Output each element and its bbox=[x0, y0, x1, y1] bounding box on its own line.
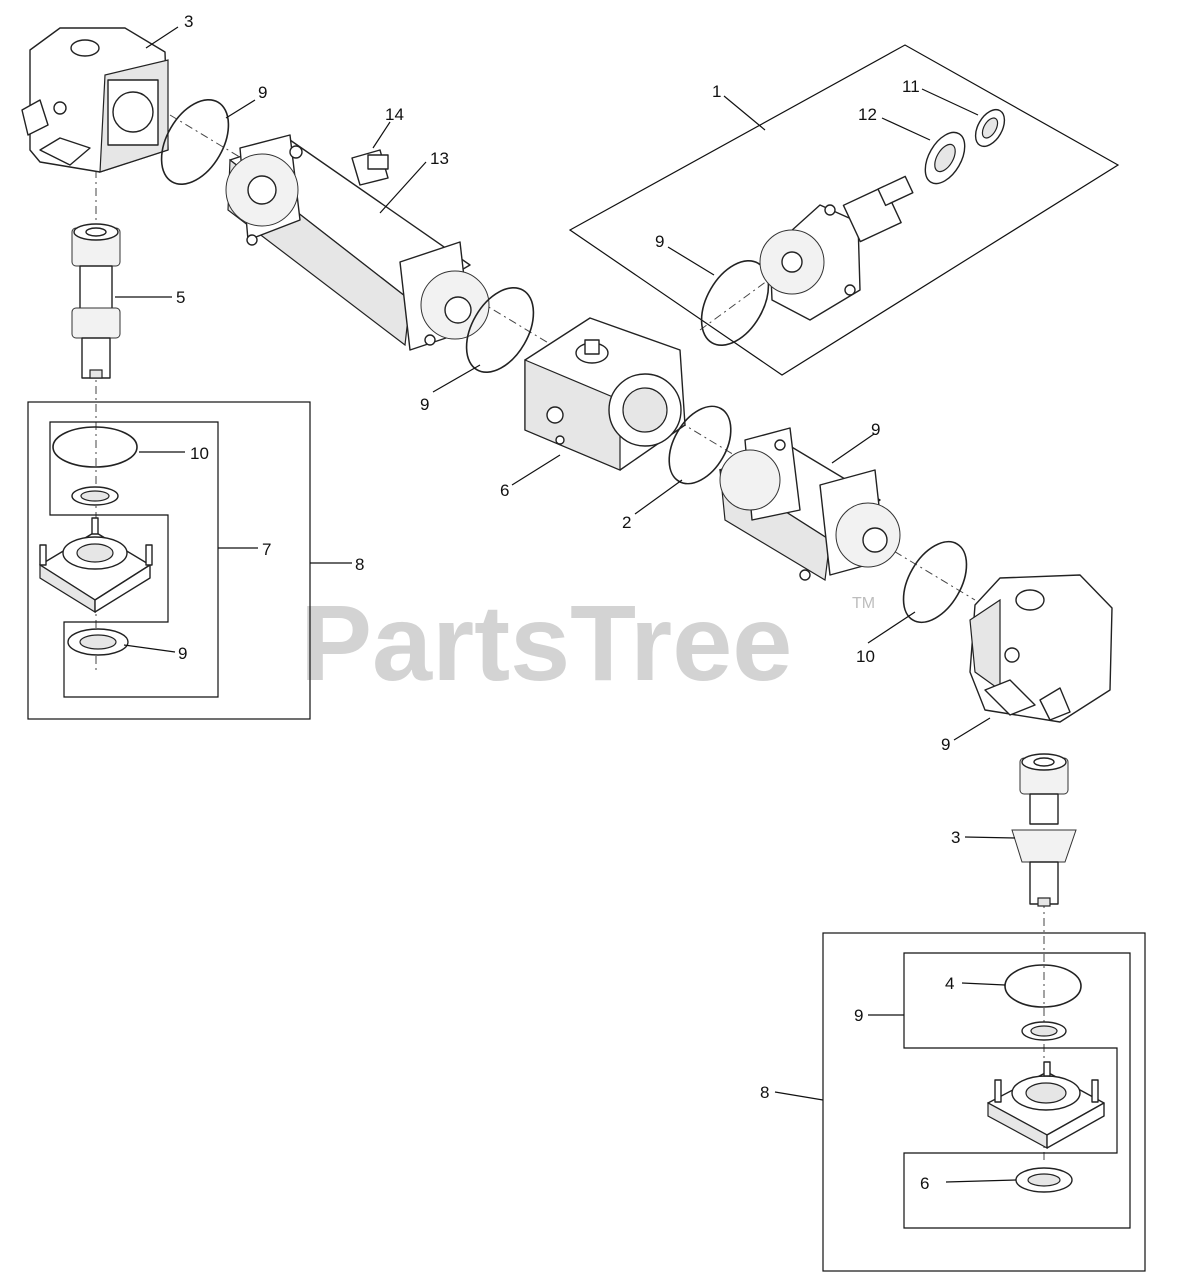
assembly-1-box bbox=[568, 44, 1120, 376]
callout-6: 8 bbox=[760, 1083, 769, 1102]
bearing-cup-right bbox=[1021, 1021, 1067, 1041]
callout-4: 3 bbox=[951, 828, 960, 847]
callout-9: 10 bbox=[856, 647, 875, 666]
o-ring-9-mid-right bbox=[668, 405, 732, 485]
o-ring-9-mid-left bbox=[465, 286, 535, 374]
callout-9: 9 bbox=[655, 232, 664, 251]
o-ring-9-top bbox=[160, 98, 230, 186]
assembly-6-left-box bbox=[27, 401, 311, 720]
watermark: PartsTree TM bbox=[300, 582, 875, 703]
gearbox-2-center bbox=[524, 317, 686, 471]
callout-9: 2 bbox=[622, 513, 631, 532]
callout-8: 7 bbox=[262, 540, 271, 559]
callout-2: 6 bbox=[500, 481, 509, 500]
bearing-housing-right bbox=[987, 1061, 1105, 1150]
callout-9: 10 bbox=[190, 444, 209, 463]
callout-6: 8 bbox=[355, 555, 364, 574]
bolt-14 bbox=[351, 149, 389, 186]
callout-labels: 3 9 14 13 1 11 12 9 5 9 9 7 8 6 2 9 10 9… bbox=[176, 12, 960, 1193]
assembly-6-right-box bbox=[822, 932, 1146, 1272]
callout-7: 9 bbox=[871, 420, 880, 439]
callout-9: 9 bbox=[258, 83, 267, 102]
seal-10-right bbox=[1015, 1167, 1073, 1193]
callout-10: 6 bbox=[920, 1174, 929, 1193]
o-ring-9-right-box bbox=[1004, 964, 1082, 1008]
shaft-5 bbox=[71, 223, 121, 379]
watermark-trademark: TM bbox=[852, 595, 875, 612]
callout-3: 9 bbox=[941, 735, 950, 754]
short-housing-7 bbox=[719, 427, 901, 581]
watermark-text: PartsTree bbox=[300, 582, 792, 703]
shaft-4 bbox=[1011, 753, 1077, 907]
gear-assembly-1 bbox=[759, 175, 914, 321]
assembly-8-left-box bbox=[49, 421, 219, 698]
assembly-8-right-box bbox=[903, 952, 1131, 1229]
callout-9: 4 bbox=[945, 974, 954, 993]
callout-3: 3 bbox=[184, 12, 193, 31]
callout-5: 5 bbox=[176, 288, 185, 307]
washer-12 bbox=[924, 131, 966, 185]
seal-11 bbox=[974, 108, 1006, 148]
bearing-housing-left bbox=[39, 517, 153, 614]
o-ring-9-left-box bbox=[52, 426, 138, 468]
leader-lines bbox=[115, 26, 1017, 1183]
callout-10: 9 bbox=[178, 644, 187, 663]
callout-13: 13 bbox=[430, 149, 449, 168]
callout-14: 14 bbox=[385, 105, 404, 124]
seal-10-left bbox=[67, 628, 129, 656]
callout-12: 12 bbox=[858, 105, 877, 124]
callout-8: 9 bbox=[854, 1006, 863, 1025]
callout-9: 9 bbox=[420, 395, 429, 414]
o-ring-9-box1 bbox=[700, 259, 770, 347]
o-ring-9-lower-right bbox=[902, 540, 968, 624]
housing-3-bottom-right bbox=[969, 574, 1113, 723]
bearing-cup-left bbox=[71, 486, 119, 506]
housing-3-top-left bbox=[21, 27, 169, 173]
callout-1: 1 bbox=[712, 82, 721, 101]
tube-housing-13 bbox=[225, 134, 490, 351]
callout-11: 11 bbox=[902, 77, 920, 96]
